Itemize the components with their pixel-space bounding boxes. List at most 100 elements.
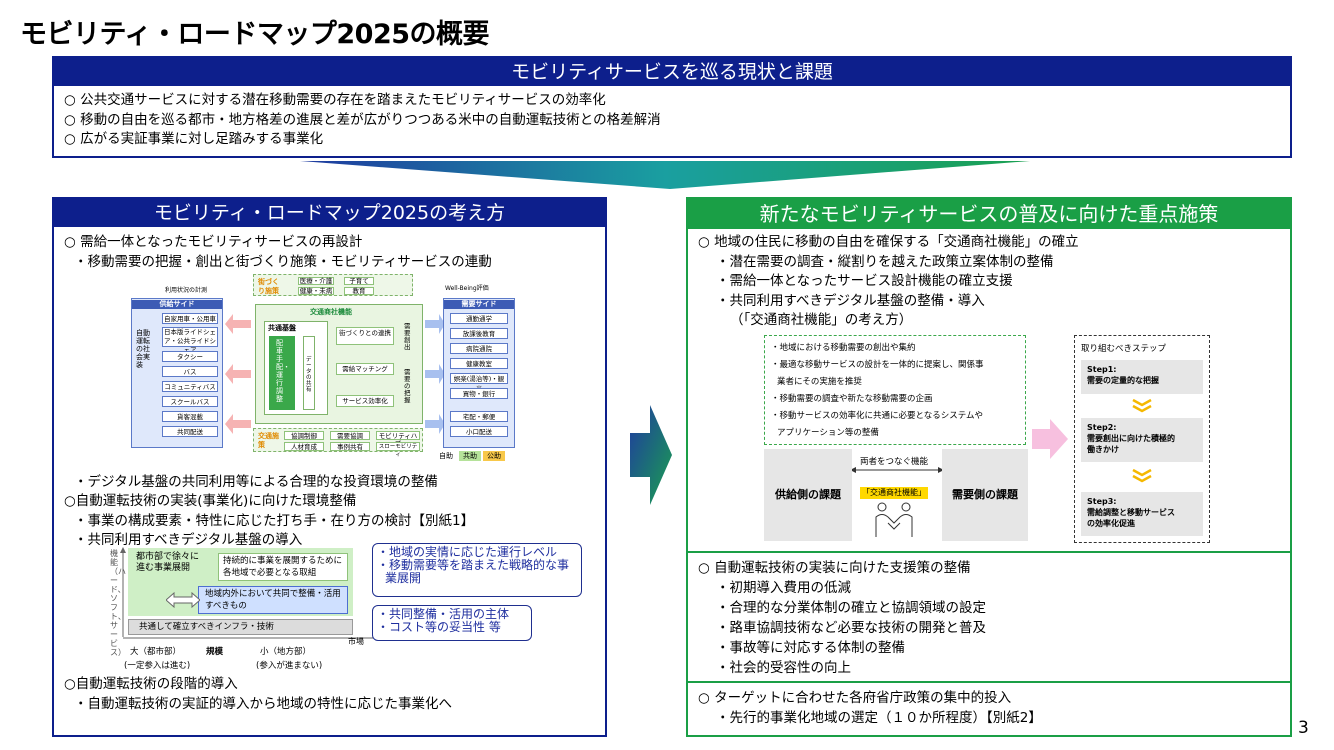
transport-policy-title: 交通施策: [258, 432, 279, 449]
chevron-down-icon: [1132, 468, 1152, 483]
measure2-line-1: ○ 自動運転技術の実装に向けた支援策の整備: [698, 560, 971, 576]
layer-axes: [120, 547, 126, 637]
business-layer-diagram: 機能（ハード、ソフト、サービス） 都市部で徐々に進む事業展開 持続的に事業を展開…: [110, 543, 590, 673]
scale-small-note: (参入が進まない): [256, 661, 323, 671]
scale-big-label: 大（都市部）: [130, 647, 182, 657]
callout-regional: ・地域の実情に応じた運行レベル ・移動需要等を踏まえた戦略的な事 業展開: [372, 543, 582, 597]
funnel-arrow: [300, 161, 1030, 189]
town-item-1: 医療・介護: [298, 277, 334, 285]
demand-grasp-label: 需要の把握: [404, 368, 411, 404]
supply-item-7: 貨客混載: [162, 411, 218, 422]
mobility-ecosystem-diagram: 利用状況の計測 Well-Being評価 街づくり施策 医療・介護 子育て 健康…: [125, 270, 520, 462]
step3-text-2: の効率化促進: [1087, 519, 1135, 528]
transport-item-3: モビリティハブ: [376, 431, 420, 448]
section-divider-1: [688, 551, 1290, 553]
shared-infra-box: 地域内外において共同で整備・活用すべきもの: [198, 586, 348, 614]
callout-shared-line-2: ・コスト等の妥当性 等: [377, 620, 501, 634]
measure1-line-1: ○ 地域の住民に移動の自由を確保する「交通商社機能」の確立: [698, 234, 1079, 250]
concept-line-3: ・デジタル基盤の共同利用等による合理的な投資環境の整備: [74, 474, 438, 490]
market-label: 市場: [348, 637, 364, 646]
callout-shared-line-1: ・共同整備・活用の主体: [377, 607, 510, 621]
common-infra-box: 共通して確立すべきインフラ・技術: [128, 619, 353, 635]
step3-label: Step3:: [1087, 497, 1117, 506]
roadmap-concept-panel: モビリティ・ロードマップ2025の考え方 ○ 需給一体となったモビリティサービス…: [52, 197, 607, 737]
trade-function-title: 交通商社機能: [310, 308, 352, 316]
town-item-4: 教育: [344, 287, 374, 295]
transport-policy-band: 交通施策 協調制御 需要協調 モビリティハブ 人材育成 事例共有 スローモビリテ…: [253, 428, 423, 458]
legend-self-help: 自助: [439, 452, 453, 460]
handshake-icon: [875, 502, 913, 537]
step3-text-1: 需給調整と移動サービス: [1087, 508, 1175, 517]
demand-arrows: [425, 314, 445, 434]
demand-item-6: 買物・銀行: [450, 388, 508, 399]
usage-measure-label: 利用状況の計測: [165, 287, 208, 294]
step2-label: Step2:: [1087, 423, 1117, 432]
transport-item-5: 事例共有: [330, 442, 370, 451]
function-item-1: ・地域における移動需要の創出や集約: [771, 343, 916, 353]
callout-shared: ・共同整備・活用の主体 ・コスト等の妥当性 等: [372, 605, 532, 641]
supply-vertical-label: 自動運転の社会実装: [136, 329, 150, 369]
concept-line-7: ○自動運転技術の段階的導入: [64, 676, 238, 692]
regional-effort-box: 持続的に事業を展開するために各地域で必要となる取組: [218, 553, 348, 581]
shared-arrow: [166, 591, 200, 609]
layer-x-axis: [123, 637, 378, 639]
priority-measures-panel: 新たなモビリティサービスの普及に向けた重点施策 ○ 地域の住民に移動の自由を確保…: [686, 197, 1292, 737]
function-list-box: ・地域における移動需要の創出や集約 ・最適な移動サービスの設計を一体的に提案し、…: [764, 335, 1026, 445]
section-divider-2: [688, 681, 1290, 683]
center-item-1: 街づくりとの連携: [336, 327, 394, 345]
callout-regional-line-3: 業展開: [385, 571, 422, 585]
page-title: モビリティ・ロードマップ2025の概要: [20, 19, 490, 50]
supply-item-2: 日本版ライドシェア・公共ライドシェア: [162, 327, 218, 354]
step1-text: 需要の定量的な把握: [1087, 376, 1159, 385]
callout-regional-line-2: ・移動需要等を踏まえた戦略的な事: [377, 558, 570, 572]
measure1-line-2: ・潜在需要の調査・縦割りを越えた政策立案体制の整備: [716, 254, 1054, 270]
step1-box: Step1: 需要の定量的な把握: [1081, 360, 1203, 394]
supply-item-5: コミュニティバス: [162, 381, 218, 392]
supply-item-8: 共同配送: [162, 426, 218, 437]
demand-create-label: 需要創出: [404, 322, 411, 351]
function-item-3: 業者にその実施を推奨: [777, 377, 862, 387]
step2-box: Step2: 需要創出に向けた積極的 働きかけ: [1081, 418, 1203, 462]
town-policy-band: 街づくり施策 医療・介護 子育て 健康・未病 教育: [253, 274, 413, 296]
supply-item-3: タクシー: [162, 351, 218, 362]
measure2-line-3: ・合理的な分業体制の確立と協調領域の設定: [716, 600, 986, 616]
step2-text-2: 働きかけ: [1087, 445, 1119, 454]
transport-item-1: 協調制御: [284, 431, 324, 440]
trade-function-box: 交通商社機能 共通基盤 配車手配・運行調整 データの共有 街づくりとの連携 需給…: [255, 304, 423, 424]
supply-item-1: 自家用車・公用車: [162, 313, 218, 324]
chevron-down-icon: [1132, 398, 1152, 413]
data-share-label: データの共有: [303, 336, 315, 410]
supply-item-6: スクールバス: [162, 396, 218, 407]
urban-label: 都市部で徐々に進む事業展開: [136, 552, 200, 573]
demand-item-5: 娯楽(湯治等)・観光: [450, 373, 508, 393]
measure2-line-2: ・初期導入費用の低減: [716, 580, 851, 596]
demand-item-3: 病院通院: [450, 343, 508, 354]
measure1-line-4: ・共同利用すべきデジタル基盤の整備・導入: [716, 293, 985, 309]
transport-item-2: 需要協調: [330, 431, 370, 440]
demand-side-title: 需要サイド: [444, 300, 514, 309]
measure3-line-1: ○ ターゲットに合わせた各府省庁政策の集中的投入: [698, 690, 1012, 706]
legend-mutual-help: 共助: [459, 451, 481, 461]
steps-box: 取り組むべきステップ Step1: 需要の定量的な把握 Step2: 需要創出に…: [1074, 335, 1210, 543]
town-policy-title: 街づくり施策: [258, 278, 279, 295]
center-item-2: 需給マッチング: [336, 363, 394, 375]
function-item-2: ・最適な移動サービスの設計を一体的に提案し、関係事: [771, 360, 984, 370]
step3-box: Step3: 需給調整と移動サービス の効率化促進: [1081, 492, 1203, 536]
page-number: 3: [1298, 718, 1309, 738]
town-item-2: 子育て: [344, 277, 374, 285]
demand-item-8: 小口配送: [450, 426, 508, 437]
measure1-line-5: （「交通商社機能」の考え方）: [730, 312, 913, 328]
concept-line-5: ・事業の構成要素・特性に応じた打ち手・在り方の検討【別紙1】: [74, 513, 475, 529]
common-base-label: 共通基盤: [268, 324, 296, 332]
demand-issue-box: 需要側の課題: [942, 449, 1028, 541]
issue-line-2: ○ 移動の自由を巡る都市・地方格差の進展と差が広がりつつある米中の自動運転技術と…: [64, 111, 661, 128]
concept-line-2: ・移動需要の把握・創出と街づくり施策・モビリティサービスの連動: [74, 254, 492, 270]
scale-big-note: (一定参入は進む): [124, 661, 191, 671]
demand-item-1: 通勤通学: [450, 313, 508, 324]
demand-item-4: 健康教室: [450, 358, 508, 369]
function-item-5: ・移動サービスの効率化に共通に必要となるシステムや: [771, 411, 983, 421]
demand-item-2: 放課後教育: [450, 328, 508, 339]
function-item-4: ・移動需要の調査や新たな移動需要の企画: [771, 394, 933, 404]
dispatch-label: 配車手配・運行調整: [269, 336, 295, 410]
priority-measures-header: 新たなモビリティサービスの普及に向けた重点施策: [688, 199, 1290, 229]
